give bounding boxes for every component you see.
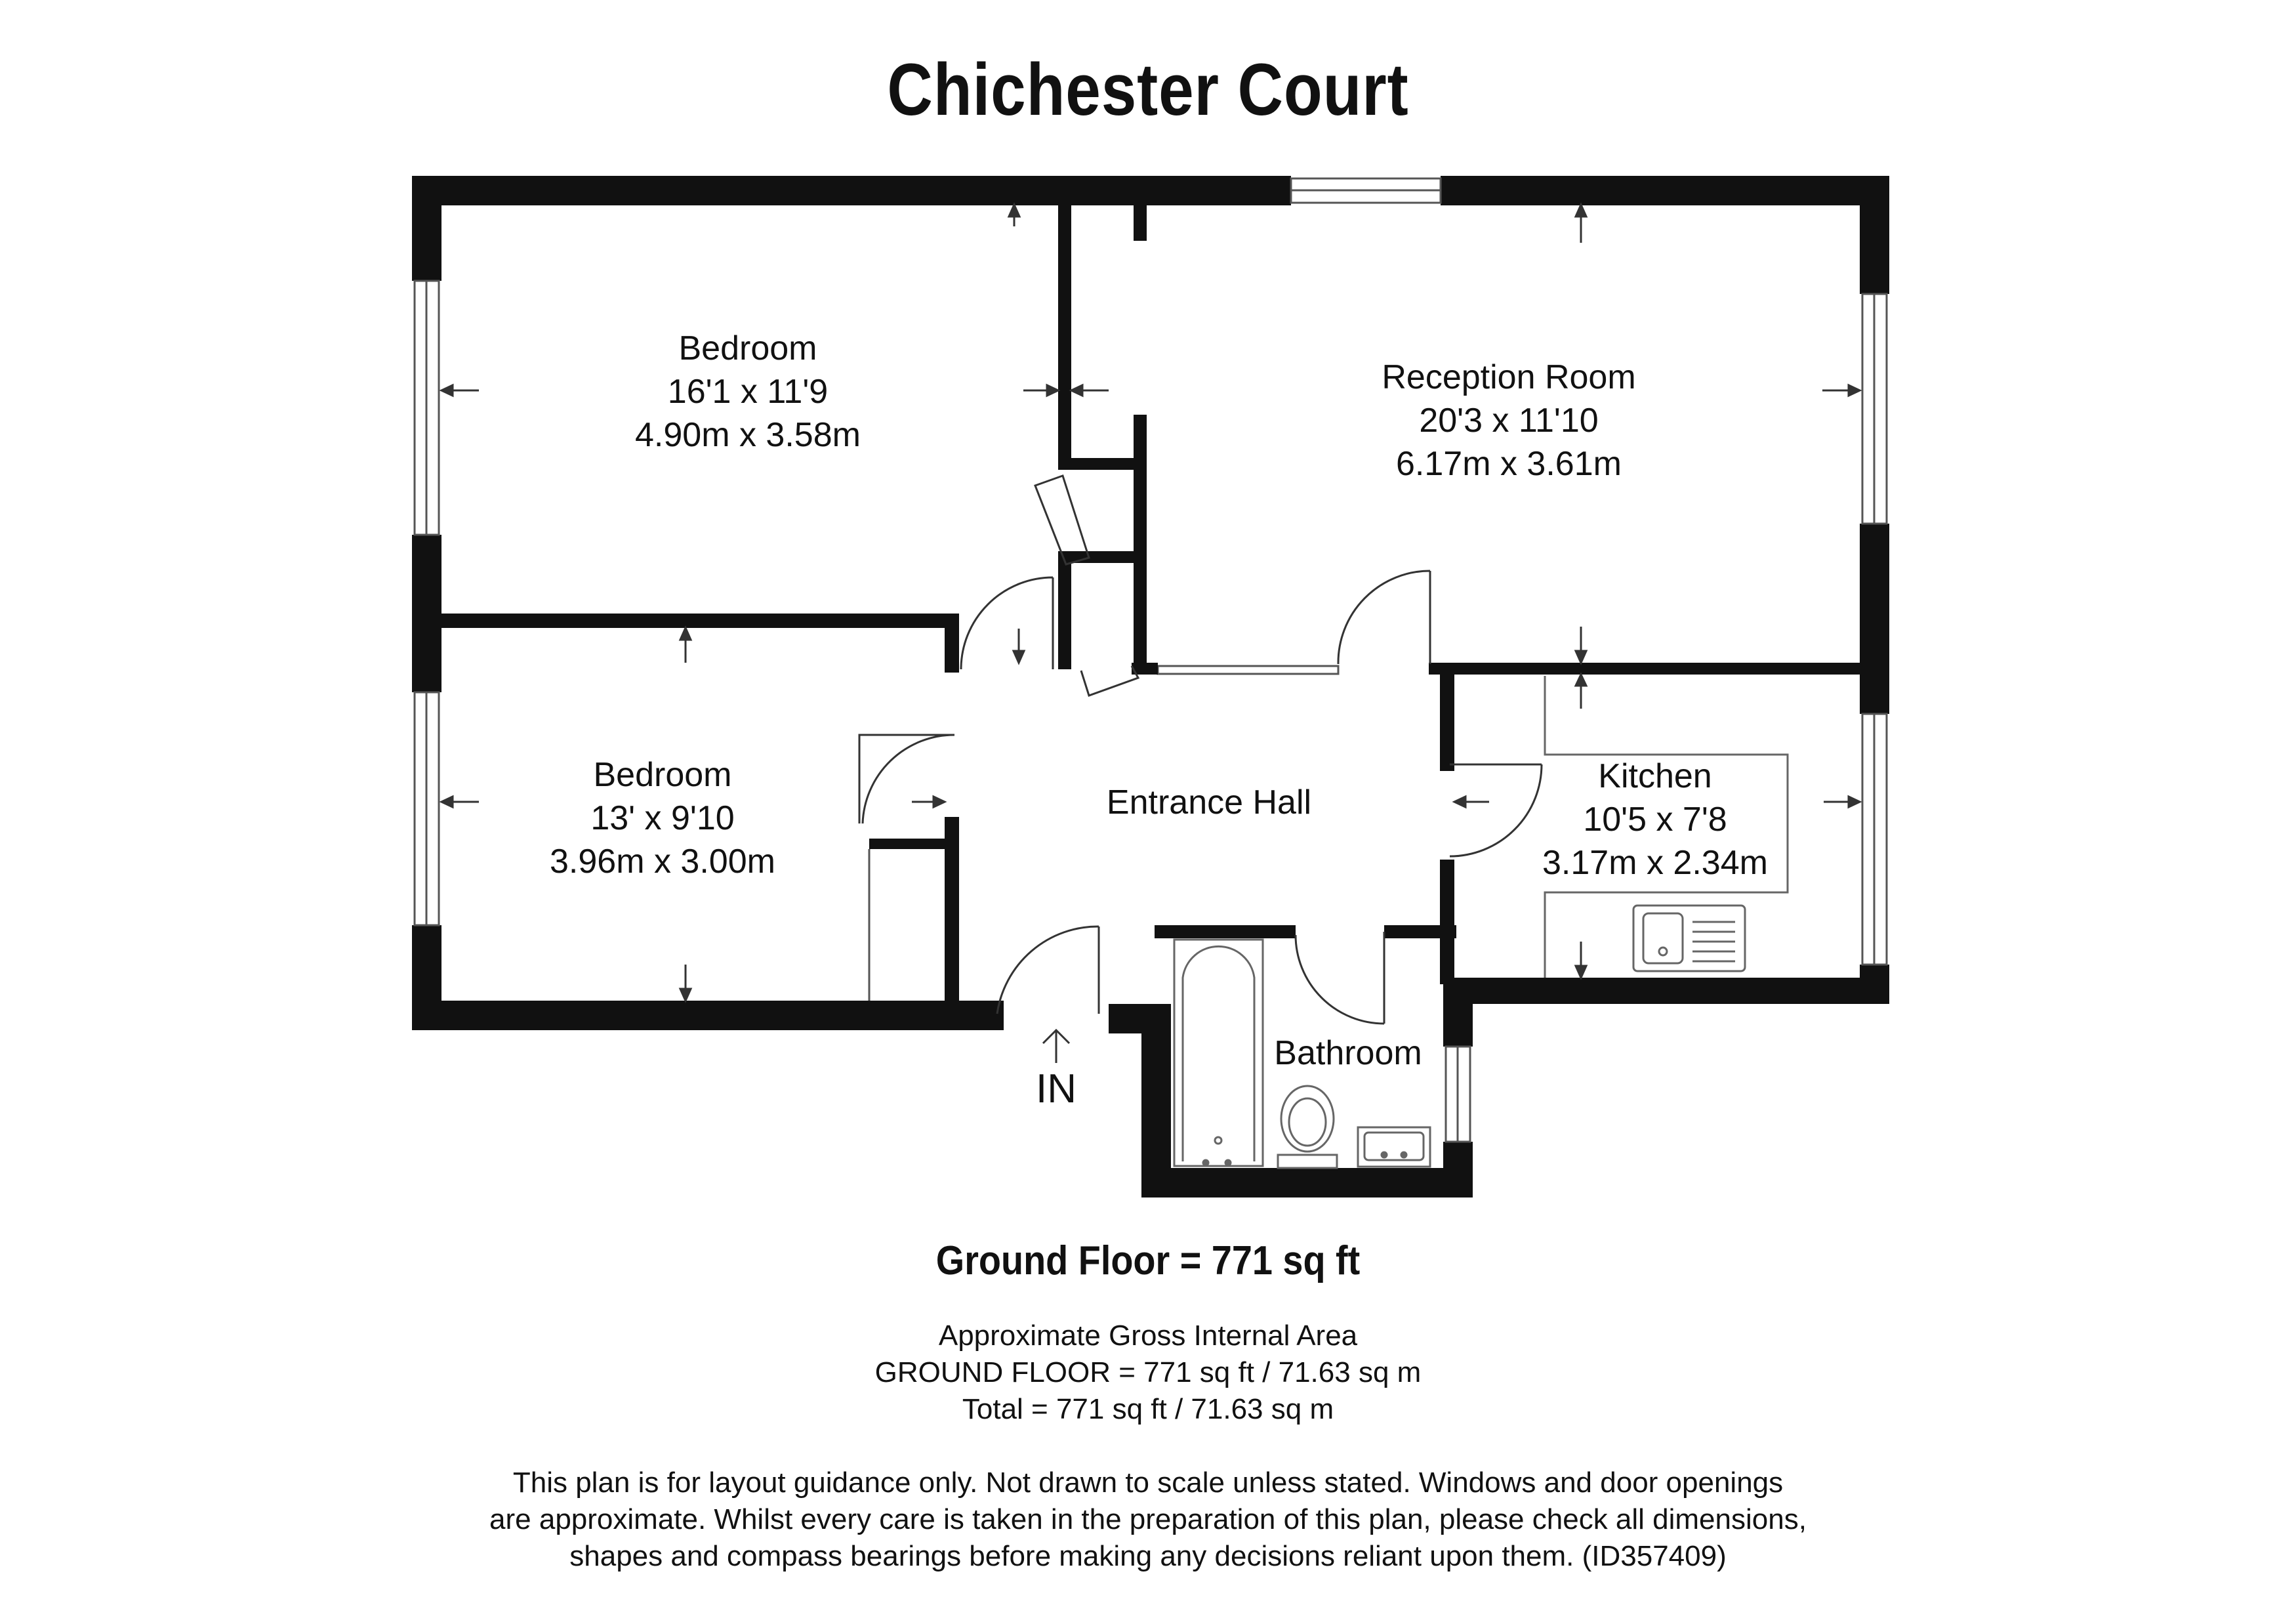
room-dims-imperial: 10'5 x 7'8 bbox=[1583, 801, 1727, 839]
room-labels: Bedroom 16'1 x 11'9 4.90m x 3.58m Recept… bbox=[550, 329, 1768, 1112]
worktop bbox=[1544, 676, 1789, 978]
dimension-arrows bbox=[439, 202, 1862, 1003]
wall-cupboard-top bbox=[869, 839, 954, 849]
wall-reception-bottom-b bbox=[1429, 663, 1888, 675]
internal-walls bbox=[412, 205, 1888, 1007]
wall-bed2-east-a bbox=[945, 614, 959, 673]
area-heading: Approximate Gross Internal Area bbox=[938, 1320, 1358, 1352]
disclaimer-line: are approximate. Whilst every care is ta… bbox=[489, 1503, 1807, 1535]
room-name: Kitchen bbox=[1598, 757, 1712, 795]
doors bbox=[858, 474, 1543, 1025]
wall-bed2-east-b bbox=[945, 817, 959, 1007]
wall-entrance-right bbox=[1109, 1004, 1171, 1033]
wall-bed-divider bbox=[412, 614, 952, 628]
area-summary: Approximate Gross Internal Area GROUND F… bbox=[0, 1318, 2296, 1428]
door-kitchen bbox=[1449, 763, 1543, 858]
wall-reception-stub bbox=[1134, 205, 1147, 241]
wall-bath-top-b bbox=[1384, 925, 1456, 938]
bath bbox=[1173, 938, 1264, 1167]
room-dims-metric: 3.17m x 2.34m bbox=[1542, 844, 1768, 882]
wall-cupboard-d bbox=[1058, 551, 1071, 669]
wall-bath-right-b bbox=[1443, 1142, 1473, 1197]
bathroom-fittings bbox=[1173, 938, 1431, 1169]
walls bbox=[412, 176, 1889, 1197]
area-total: Total = 771 sq ft / 71.63 sq m bbox=[962, 1393, 1334, 1425]
area-ground-floor: GROUND FLOOR = 771 sq ft / 71.63 sq m bbox=[874, 1356, 1422, 1388]
disclaimer-line: This plan is for layout guidance only. N… bbox=[512, 1467, 1784, 1499]
disclaimer: This plan is for layout guidance only. N… bbox=[0, 1465, 2296, 1575]
window-hall-top bbox=[1157, 665, 1340, 675]
wall-bath-left bbox=[1141, 1004, 1171, 1197]
wall-kitchen-west-b bbox=[1440, 860, 1454, 984]
door-cupboard-1 bbox=[1034, 474, 1090, 566]
room-dims-imperial: 13' x 9'10 bbox=[590, 799, 734, 837]
door-cupboard-2 bbox=[1080, 665, 1140, 697]
entrance-marker: IN bbox=[1036, 1066, 1076, 1112]
wall-reception-bottom-a bbox=[1132, 663, 1158, 675]
wall-cupboard-c bbox=[1058, 551, 1147, 563]
door-bedroom-1 bbox=[960, 576, 1054, 670]
plan-title: Chichester Court bbox=[887, 49, 1409, 131]
room-name: Entrance Hall bbox=[1107, 783, 1311, 822]
wall-kitchen-west-a bbox=[1440, 663, 1454, 771]
room-name: Reception Room bbox=[1382, 358, 1635, 396]
wall-top-right bbox=[1441, 176, 1889, 205]
door-entrance bbox=[996, 925, 1100, 1014]
wall-cupboard-b bbox=[1134, 415, 1147, 672]
wall-bottom-left bbox=[412, 1001, 1000, 1030]
room-name: Bathroom bbox=[1274, 1034, 1422, 1072]
wall-right-1 bbox=[1860, 176, 1889, 294]
wall-top-left bbox=[412, 176, 1291, 205]
wall-left-1 bbox=[412, 176, 441, 281]
wall-bath-bottom bbox=[1141, 1168, 1473, 1197]
toilet bbox=[1277, 1085, 1338, 1169]
floor-total: Ground Floor = 771 sq ft bbox=[935, 1238, 1361, 1283]
room-dims-imperial: 20'3 x 11'10 bbox=[1419, 402, 1598, 440]
door-bedroom-2 bbox=[858, 734, 955, 824]
room-dims-imperial: 16'1 x 11'9 bbox=[668, 373, 828, 411]
room-dims-metric: 4.90m x 3.58m bbox=[635, 416, 861, 454]
entrance-arrow-icon bbox=[1042, 1028, 1071, 1063]
sink bbox=[1632, 904, 1746, 972]
door-bathroom bbox=[1294, 932, 1385, 1025]
wall-cupboard-a bbox=[1058, 458, 1143, 470]
disclaimer-line: shapes and compass bearings before makin… bbox=[569, 1540, 1727, 1572]
wall-kitchen-bottom bbox=[1443, 978, 1889, 1004]
room-name: Bedroom bbox=[594, 756, 732, 794]
door-reception bbox=[1337, 570, 1431, 665]
wall-right-2 bbox=[1860, 524, 1889, 714]
room-dims-metric: 6.17m x 3.61m bbox=[1396, 445, 1622, 483]
windows bbox=[413, 177, 1888, 1143]
kitchen-fittings bbox=[1544, 676, 1789, 978]
room-name: Bedroom bbox=[679, 329, 817, 367]
wall-bath-top-a bbox=[1155, 925, 1296, 938]
room-dims-metric: 3.96m x 3.00m bbox=[550, 843, 775, 881]
basin bbox=[1357, 1126, 1431, 1168]
wall-bed1-reception-a bbox=[1058, 205, 1071, 461]
wall-entrance-left bbox=[954, 1001, 1004, 1030]
